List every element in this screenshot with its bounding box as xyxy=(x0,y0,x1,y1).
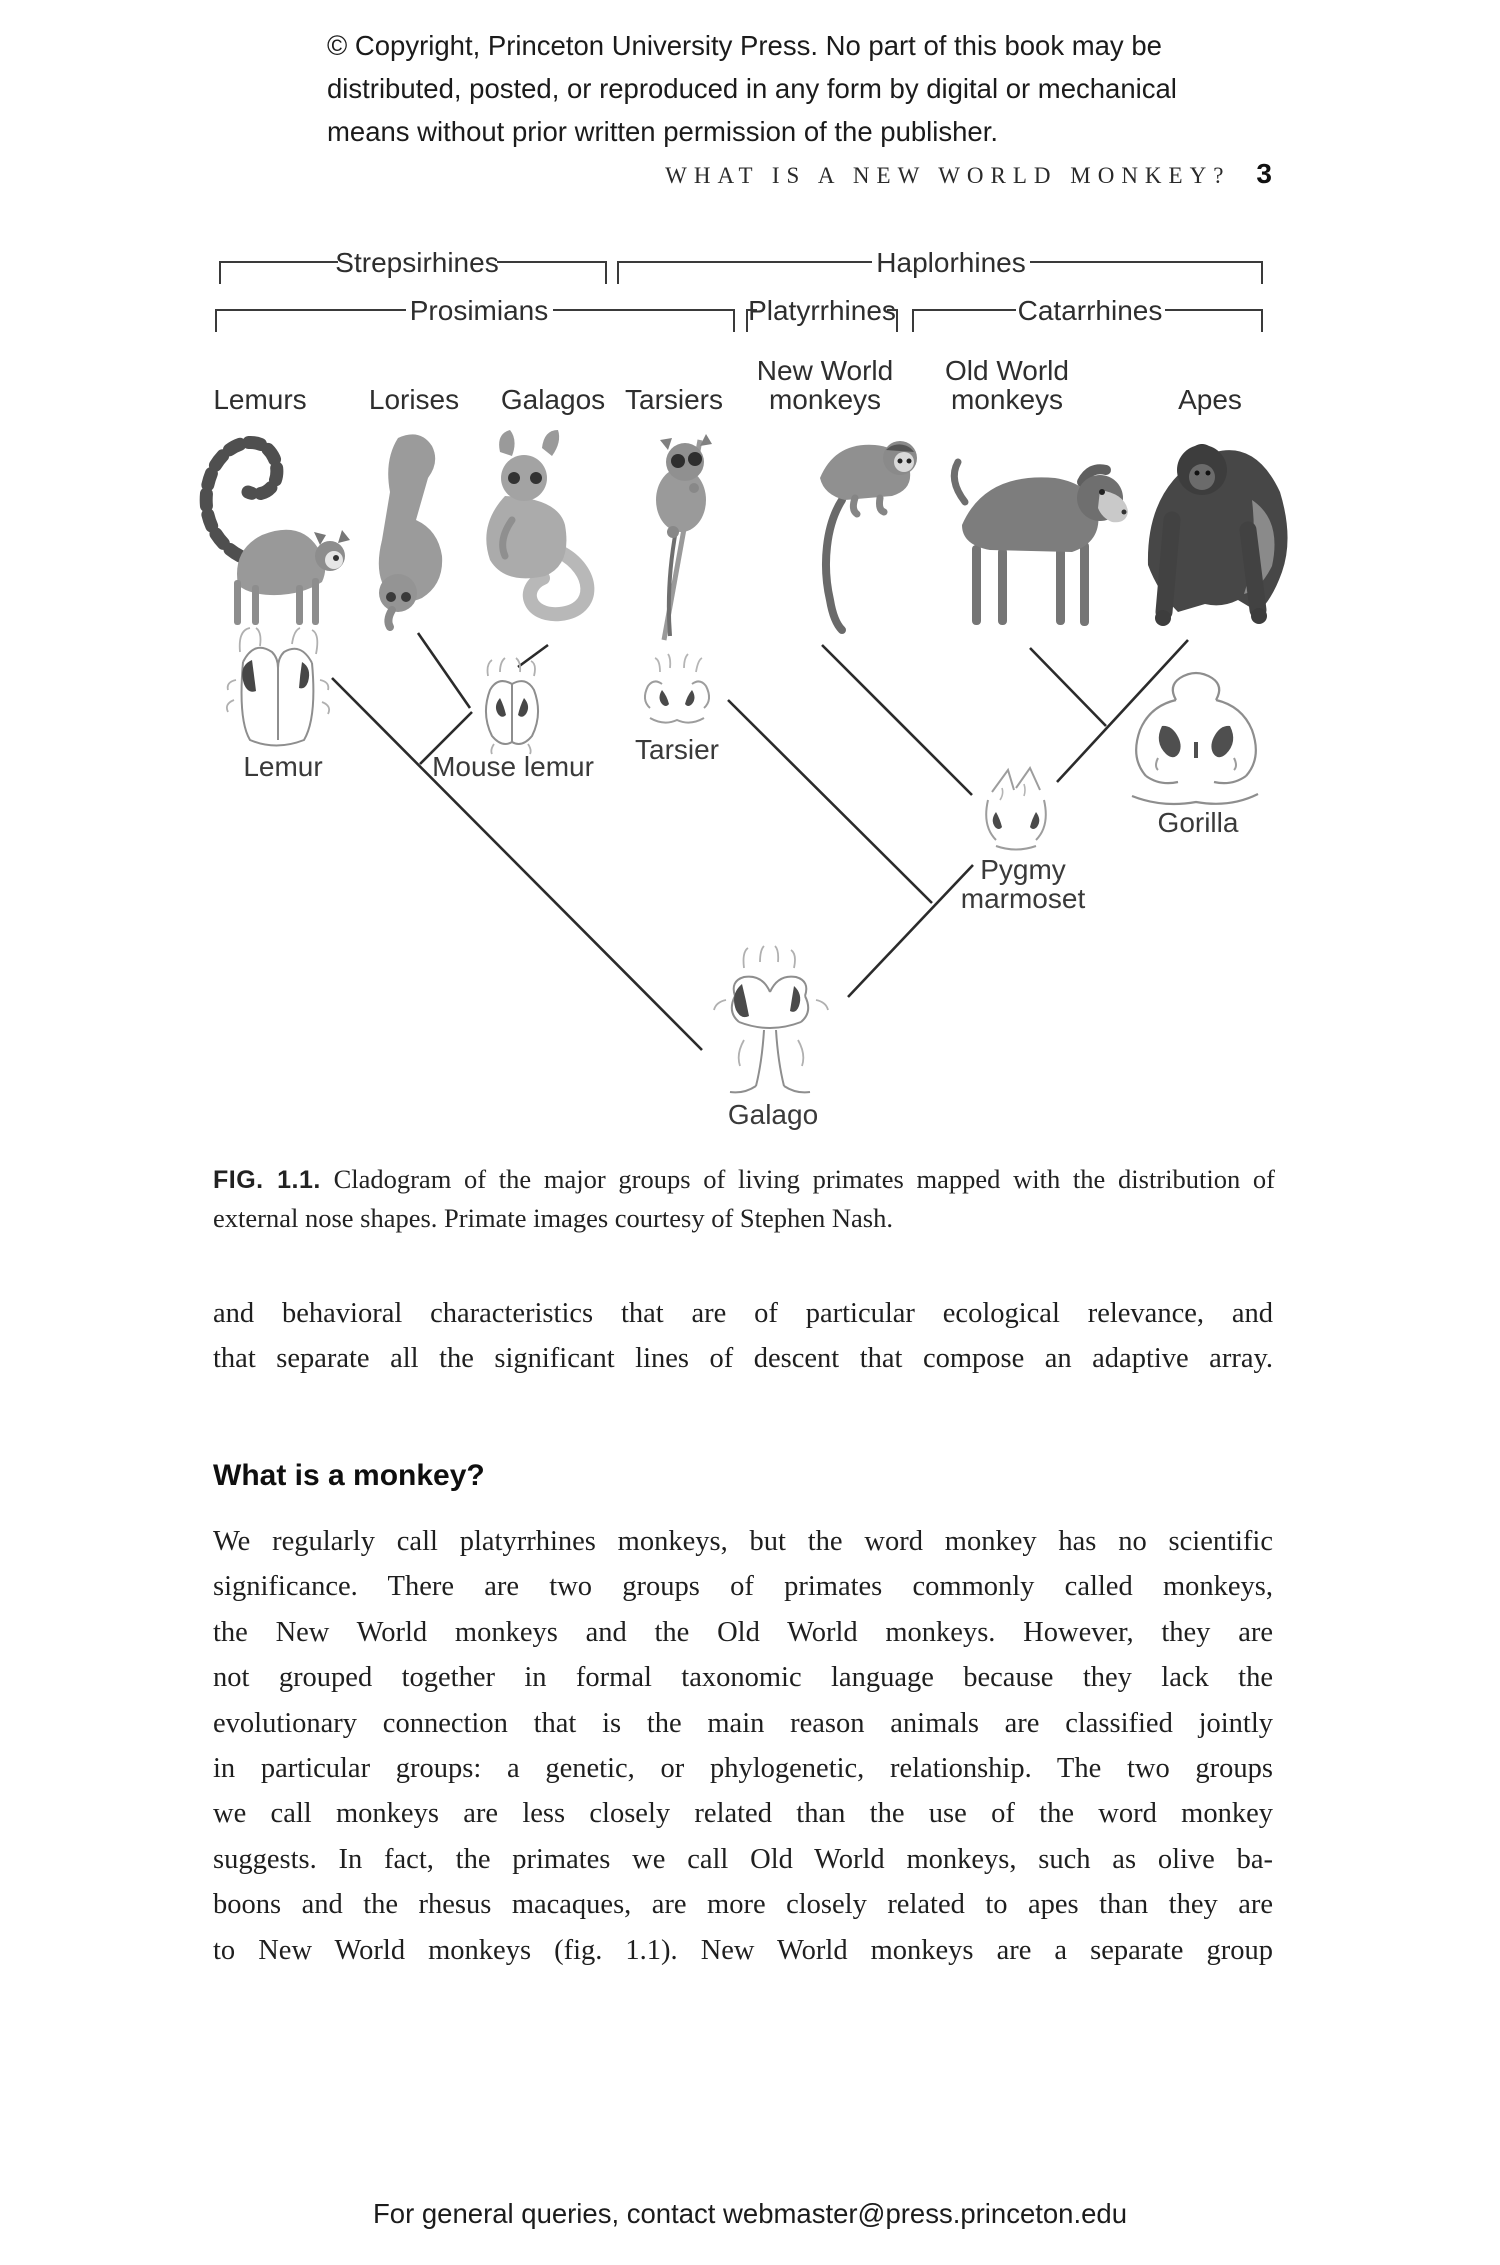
body-text-line: evolutionary connection that is the main… xyxy=(213,1707,1273,1739)
loris-illustration xyxy=(378,434,443,631)
galago-branch-line xyxy=(517,643,549,669)
body-text-line: to New World monkeys (fig. 1.1). New Wor… xyxy=(213,1934,1273,1966)
pygmy-marmoset-nose-drawing xyxy=(985,765,1047,851)
nose-label-galago: Galago xyxy=(727,1099,819,1130)
nose-label-tarsier: Tarsier xyxy=(634,734,720,765)
section-heading: What is a monkey? xyxy=(213,1459,485,1492)
lorisiform-connector-line xyxy=(419,711,473,765)
taxon-label-tarsiers: Tarsiers xyxy=(624,384,724,415)
catarrhines-bracket xyxy=(912,309,1263,332)
taxon-label-galagos: Galagos xyxy=(500,384,606,415)
copyright-line: distributed, posted, or reproduced in an… xyxy=(327,73,1177,104)
haplorhine-stem-line xyxy=(847,864,974,998)
galago-illustration xyxy=(486,430,595,622)
running-header: WHAT IS A NEW WORLD MONKEY? 3 xyxy=(665,158,1272,190)
cladogram-tree-lines xyxy=(331,632,1189,1051)
taxon-label-new-world-monkeys: New World monkeys xyxy=(757,356,893,414)
clade-label-prosimians: Prosimians xyxy=(409,295,549,326)
body-text-line: suggests. In fact, the primates we call … xyxy=(213,1843,1273,1875)
taxon-label-lemurs: Lemurs xyxy=(213,384,307,415)
apes-branch-line xyxy=(1056,639,1189,783)
new-world-monkey-branch-line xyxy=(821,644,973,796)
nose-label-lemur: Lemur xyxy=(243,751,323,782)
copyright-notice: © Copyright, Princeton University Press.… xyxy=(327,24,1177,153)
body-text-line: that separate all the significant lines … xyxy=(213,1343,1273,1375)
taxon-label-line: monkeys xyxy=(768,384,882,415)
nose-label-line: Pygmy xyxy=(980,854,1066,885)
body-text-line: and behavioral characteristics that are … xyxy=(213,1298,1273,1329)
body-text-line: we call monkeys are less closely related… xyxy=(213,1798,1273,1830)
ring-tailed-lemur-illustration xyxy=(199,436,350,625)
clade-brackets-row2 xyxy=(215,309,1263,332)
tarsier-nose-drawing xyxy=(644,653,710,724)
haplorhines-bracket xyxy=(617,261,1263,284)
strepsirrhine-stem-line xyxy=(331,677,703,1051)
page-number: 3 xyxy=(1256,158,1272,189)
body-text-line: significance. There are two groups of pr… xyxy=(213,1571,1273,1603)
taxon-label-lorises: Lorises xyxy=(368,384,460,415)
clade-label-platyrrhines: Platyrrhines xyxy=(748,295,896,326)
loris-branch-line xyxy=(416,632,472,709)
nose-label-mouse-lemur: Mouse lemur xyxy=(432,751,594,782)
taxon-label-line: New World xyxy=(756,355,894,386)
body-text-line: boons and the rhesus macaques, are more … xyxy=(213,1889,1273,1921)
figure-caption: FIG. 1.1. Cladogram of the major groups … xyxy=(213,1160,1275,1237)
cladogram-figure xyxy=(199,261,1288,1094)
running-header-title: WHAT IS A NEW WORLD MONKEY? xyxy=(665,163,1231,188)
clade-label-catarrhines: Catarrhines xyxy=(1017,295,1163,326)
body-text-line: in particular groups: a genetic, or phyl… xyxy=(213,1752,1273,1784)
prosimians-bracket xyxy=(215,309,735,332)
taxon-label-apes: Apes xyxy=(1178,384,1242,415)
taxon-label-line: Old World xyxy=(945,355,1069,386)
taxon-label-old-world-monkeys: Old World monkeys xyxy=(945,356,1069,414)
figure-caption-number: FIG. 1.1. xyxy=(213,1166,321,1194)
platyrrhines-bracket xyxy=(746,309,898,332)
clade-label-haplorhines: Haplorhines xyxy=(876,247,1026,278)
nose-label-gorilla: Gorilla xyxy=(1157,807,1239,838)
figure-caption-text: Cladogram of the major groups of living … xyxy=(213,1164,1275,1233)
lemur-nose-drawing xyxy=(225,627,331,747)
nose-label-pygmy-marmoset: Pygmy marmoset xyxy=(961,855,1085,913)
body-text-line: We regularly call platyrrhines monkeys, … xyxy=(213,1526,1273,1557)
gorilla-illustration xyxy=(1147,444,1288,626)
tarsier-illustration xyxy=(656,434,712,641)
galago-nose-drawing xyxy=(713,945,829,1094)
mouse-lemur-nose-drawing xyxy=(485,657,539,755)
copyright-line: means without prior written permission o… xyxy=(327,116,999,147)
strepsirhines-bracket xyxy=(219,261,607,284)
tarsier-branch-line xyxy=(727,699,933,904)
nose-label-line: marmoset xyxy=(960,883,1086,914)
gorilla-nose-drawing xyxy=(1131,671,1259,806)
clade-brackets-row1 xyxy=(219,261,1263,284)
page-footer: For general queries, contact webmaster@p… xyxy=(373,2198,1127,2229)
clade-label-strepsirhines: Strepsirhines xyxy=(335,247,499,278)
taxon-label-line: monkeys xyxy=(950,384,1064,415)
old-world-monkey-illustration xyxy=(950,458,1128,626)
body-text-line: not grouped together in formal taxonomic… xyxy=(213,1662,1273,1694)
old-world-monkey-branch-line xyxy=(1029,647,1107,727)
body-paragraph-1: and behavioral characteristics that are … xyxy=(213,1291,1273,1382)
body-paragraph-2: We regularly call platyrrhines monkeys, … xyxy=(213,1519,1273,1973)
body-text-line: the New World monkeys and the Old World … xyxy=(213,1616,1273,1648)
new-world-monkey-illustration xyxy=(820,441,917,634)
copyright-line: © Copyright, Princeton University Press.… xyxy=(327,30,1162,61)
